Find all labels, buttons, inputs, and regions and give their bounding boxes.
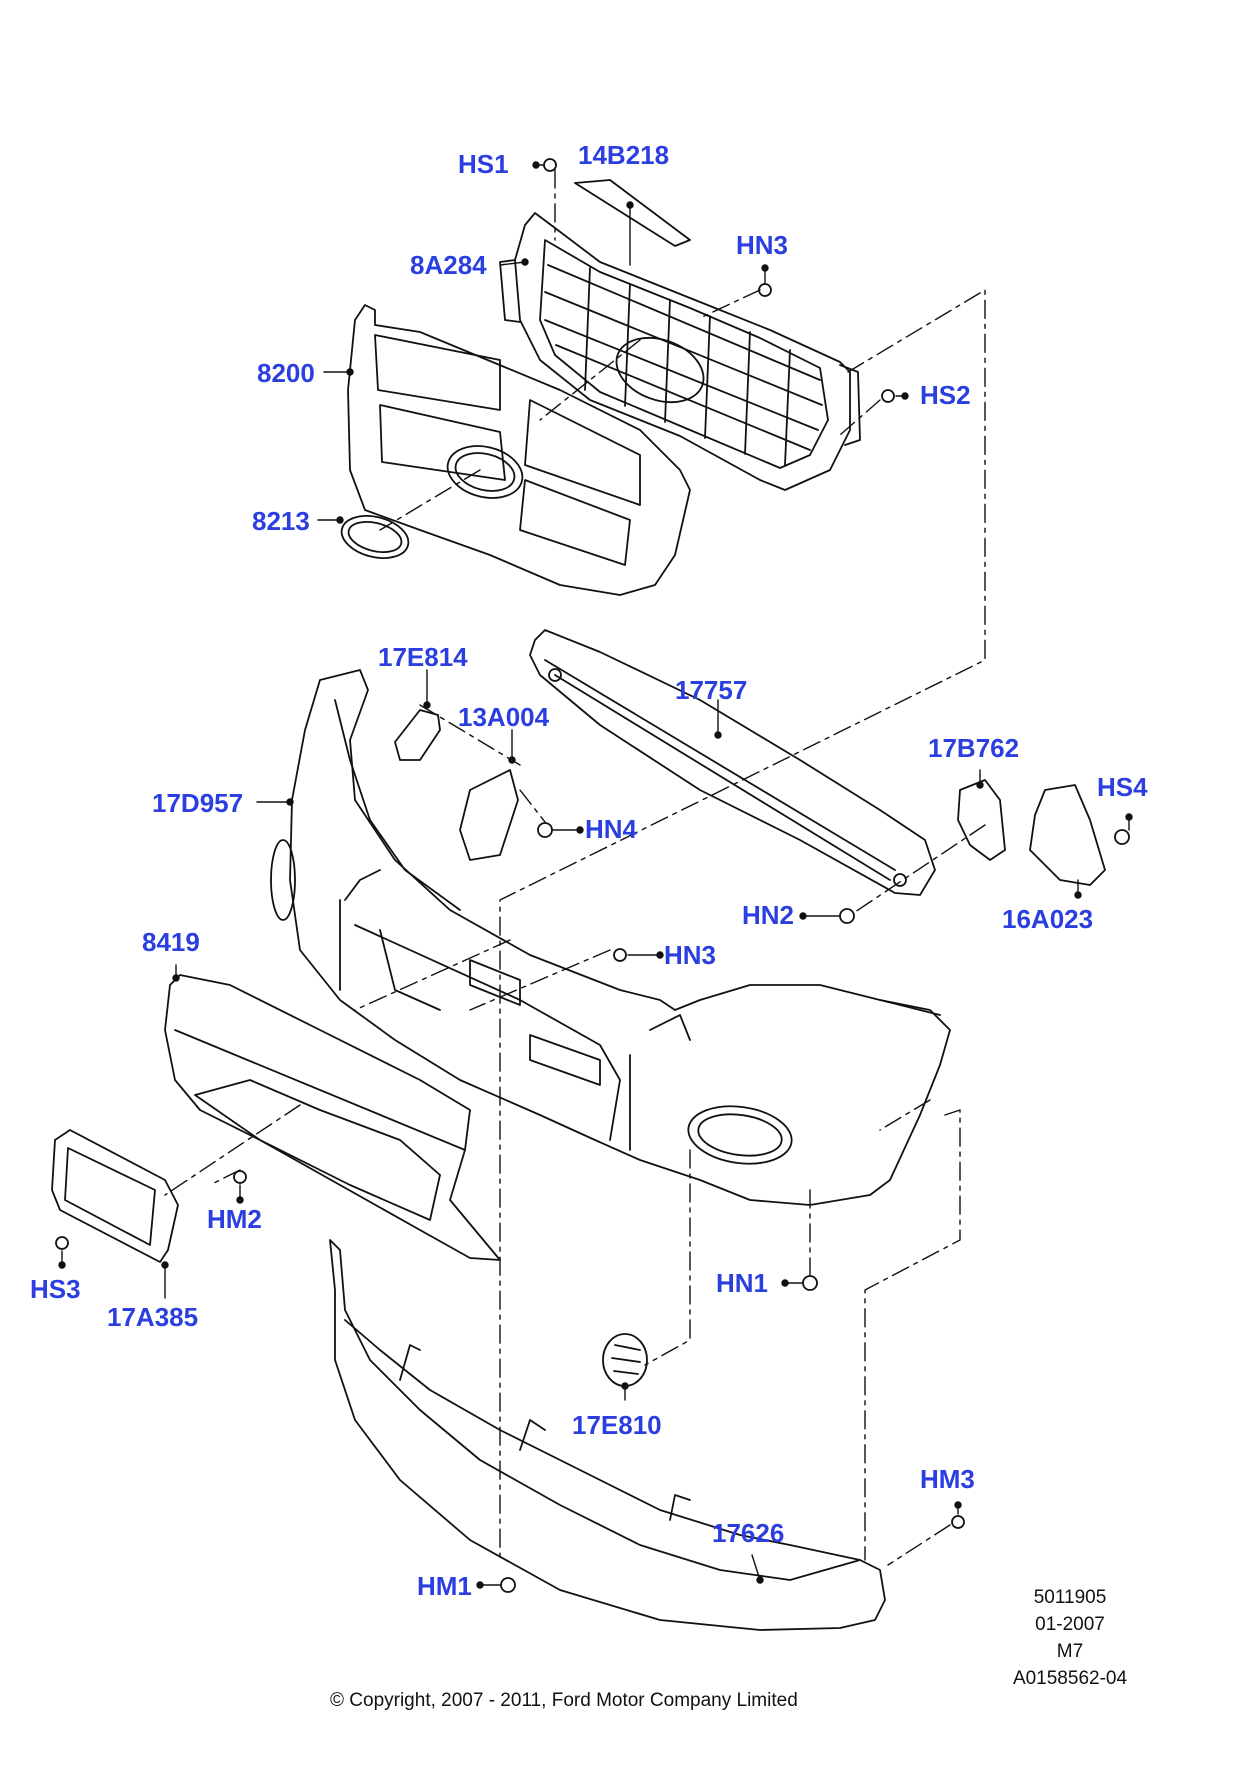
- fastener-hn4: [537, 822, 553, 838]
- callout-17626: 17626: [712, 1518, 784, 1548]
- callout-17a385: 17A385: [107, 1302, 198, 1332]
- callout-hn1: HN1: [716, 1268, 768, 1298]
- fastener-hm1: [500, 1577, 516, 1593]
- part-14b218-strip: [574, 179, 691, 247]
- part-8213-ford-emblem: [340, 515, 410, 559]
- callout-hm2: HM2: [207, 1204, 262, 1234]
- part-17757-bumper-bar: [529, 629, 936, 896]
- callout-17e814: 17E814: [378, 642, 468, 672]
- part-16a023-bracket: [1029, 784, 1106, 886]
- callout-8a284: 8A284: [410, 250, 487, 280]
- callout-hs3: HS3: [30, 1274, 81, 1304]
- callout-hm1: HM1: [417, 1571, 472, 1601]
- part-17a385-license-bracket: [51, 1129, 179, 1263]
- fastener-hn1: [802, 1275, 818, 1291]
- fastener-hs3: [55, 1236, 69, 1250]
- callout-8200: 8200: [257, 358, 315, 388]
- part-17d957-bumper-cover: [270, 669, 951, 1206]
- reference-model: M7: [1056, 1640, 1084, 1662]
- callout-hm3: HM3: [920, 1464, 975, 1494]
- callout-8213: 8213: [252, 506, 310, 536]
- callout-hn3-mid: HN3: [664, 940, 716, 970]
- callout-13a004: 13A004: [458, 702, 550, 732]
- part-17626-lower-valance: [329, 1239, 886, 1631]
- part-17b762-bracket: [957, 779, 1006, 861]
- fastener-hn2: [839, 908, 855, 924]
- leader-lines: [58, 161, 1133, 1589]
- reference-date: 01-2007: [1035, 1613, 1105, 1635]
- fastener-hs4: [1114, 829, 1130, 845]
- part-17e810-fog-cover: [602, 1333, 648, 1387]
- callout-hn3-top: HN3: [736, 230, 788, 260]
- drawing-reference-block: 5011905 01-2007 M7 A0158562-04: [1000, 1585, 1140, 1693]
- callout-17d957: 17D957: [152, 788, 243, 818]
- callout-hs4: HS4: [1097, 772, 1148, 802]
- callout-14b218: 14B218: [578, 140, 669, 170]
- callout-hs1: HS1: [458, 149, 509, 179]
- part-8a284-grille-reinforcement: [499, 212, 861, 491]
- callout-8419: 8419: [142, 927, 200, 957]
- part-17e814-bracket: [394, 709, 441, 761]
- callout-hn2: HN2: [742, 900, 794, 930]
- part-13a004-deflector: [459, 769, 519, 861]
- reference-code: A0158562-04: [1012, 1667, 1128, 1689]
- fastener-hm3: [951, 1515, 965, 1529]
- fastener-hn3-mid: [613, 948, 627, 962]
- part-8200-radiator-grille: [347, 304, 691, 596]
- callout-hn4: HN4: [585, 814, 638, 844]
- fastener-hs1: [543, 158, 557, 172]
- fastener-hm2: [233, 1170, 247, 1184]
- reference-number: 5011905: [1033, 1587, 1107, 1608]
- callout-17757: 17757: [675, 675, 747, 705]
- copyright-notice: © Copyright, 2007 - 2011, Ford Motor Com…: [330, 1690, 798, 1711]
- callout-hs2: HS2: [920, 380, 971, 410]
- alignment-lines: [164, 169, 986, 1566]
- fastener-hn3-top: [758, 283, 772, 297]
- callout-17e810: 17E810: [572, 1410, 662, 1440]
- fastener-hs2: [881, 389, 895, 403]
- callout-17b762: 17B762: [928, 733, 1019, 763]
- callout-16a023: 16A023: [1002, 904, 1093, 934]
